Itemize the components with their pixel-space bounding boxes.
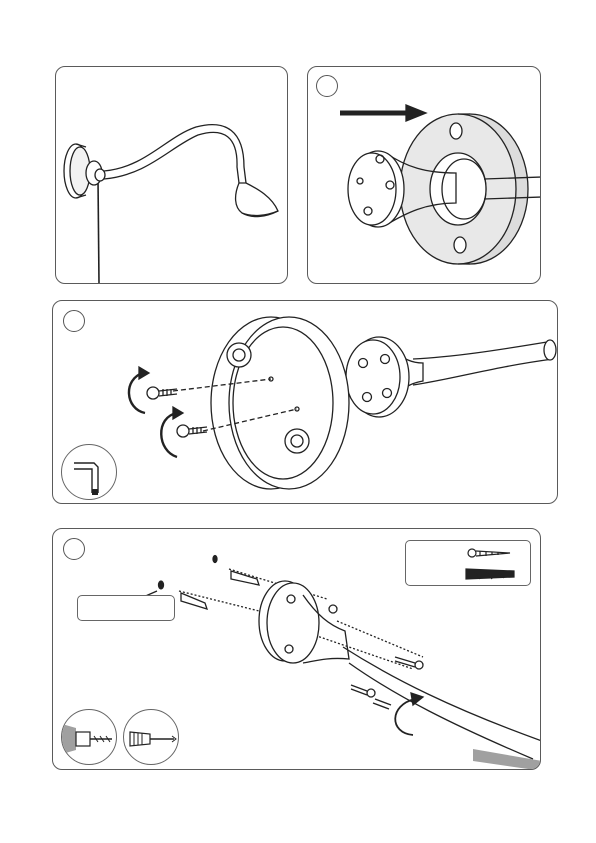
allen-key-icon <box>61 444 117 500</box>
panel-slide-cover-ring <box>307 66 541 284</box>
mark-label-box <box>77 595 175 621</box>
screw-and-plug-icon <box>406 541 532 587</box>
panel-remove-screws <box>52 300 558 504</box>
panel-drill-and-mount <box>52 528 541 770</box>
screwdriver-icon <box>123 709 179 765</box>
lamp-overview-illustration <box>56 67 288 284</box>
hardware-callout <box>405 540 531 586</box>
slide-ring-illustration <box>308 67 541 284</box>
remove-screws-illustration <box>53 301 558 504</box>
drill-icon <box>61 709 117 765</box>
panel-lamp-overview <box>55 66 288 284</box>
